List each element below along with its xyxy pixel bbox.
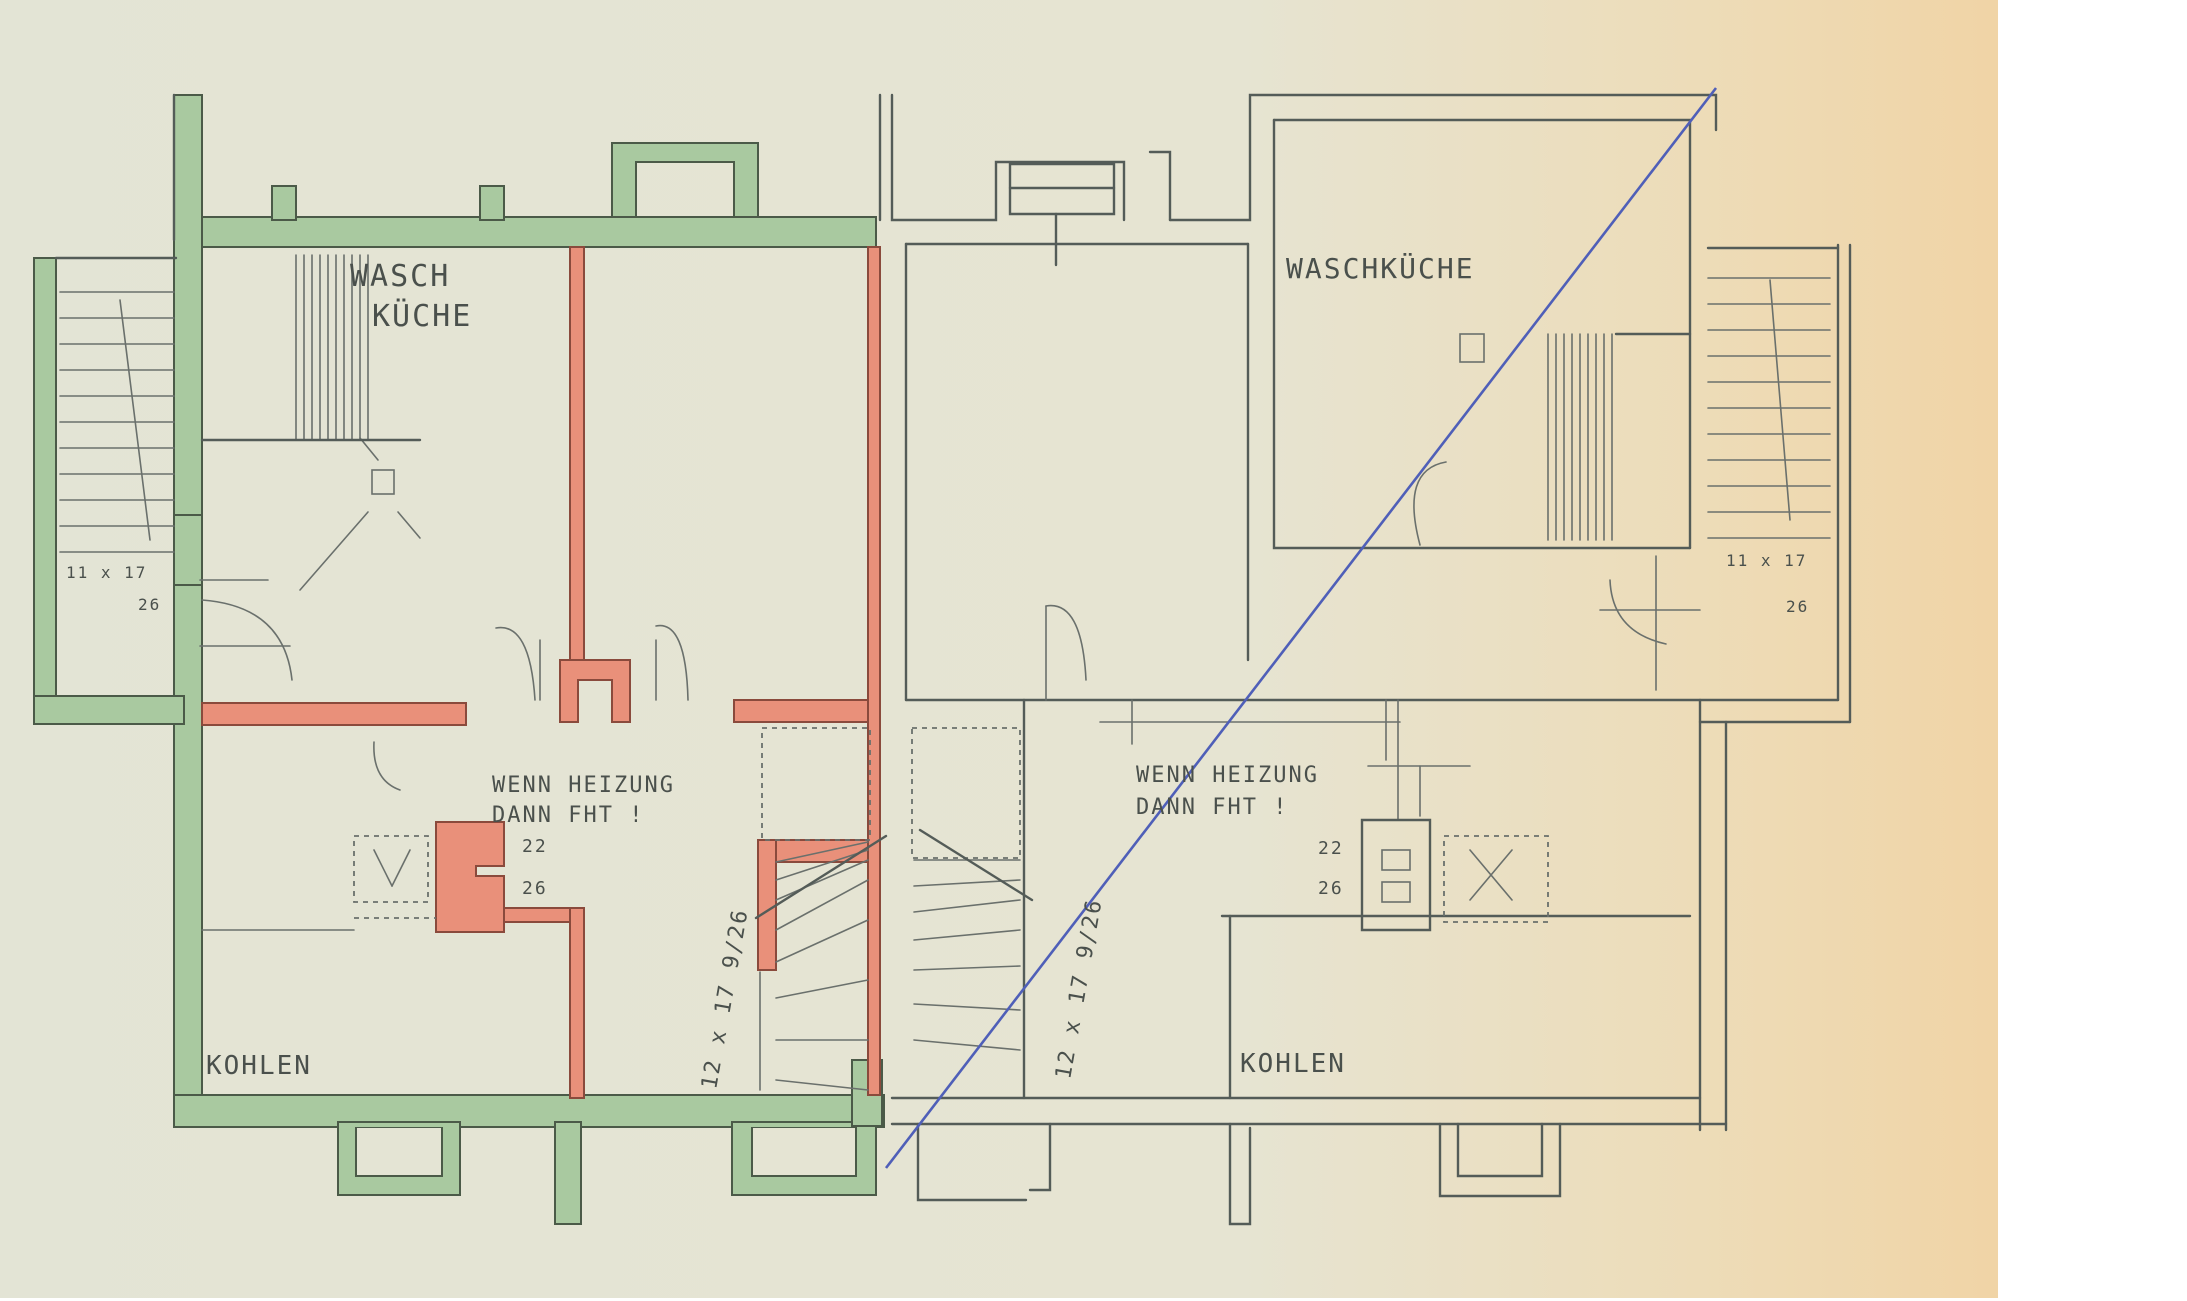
right-main-stair [911, 727, 1034, 1051]
left-rear-stair-dim-a: 11 x 17 [66, 563, 147, 582]
left-new-coal-wall [569, 907, 585, 1099]
left-washroom-label-2: KÜCHE [372, 298, 472, 334]
right-washroom-label: WASCHKÜCHE [1286, 251, 1475, 285]
left-unit [33, 93, 888, 1225]
left-rear-wall [173, 216, 877, 248]
left-door-swing-4 [373, 741, 401, 791]
left-wall-block [173, 514, 203, 586]
right-chimney-dim-b: 26 [1318, 878, 1344, 899]
left-chimney-dim-b: 26 [522, 878, 548, 899]
left-coal-label: KOHLEN [206, 1051, 312, 1081]
right-chimney-dim-a: 22 [1318, 838, 1344, 859]
left-rear-stair [54, 256, 178, 553]
left-annex-wall [33, 257, 57, 719]
left-new-chimney [559, 659, 631, 723]
left-front-bay-1 [337, 1121, 461, 1196]
left-rear-bay [611, 142, 759, 218]
right-heating-note-1: WENN HEIZUNG [1136, 763, 1319, 788]
left-washroom-label-1: WASCH [350, 259, 450, 294]
left-rear-pier-2 [479, 185, 505, 221]
left-door-swing-2 [495, 626, 536, 701]
left-new-stair-wall [733, 699, 881, 723]
left-door-swing-1 [201, 599, 293, 681]
left-new-flue [435, 821, 505, 933]
left-rear-pier-1 [271, 185, 297, 221]
left-new-party-wall [867, 246, 881, 1096]
left-new-partition-vertical [569, 246, 585, 668]
left-front-bay-2 [731, 1121, 877, 1196]
right-washroom-drain [1413, 332, 1701, 691]
left-front-pier [554, 1121, 582, 1225]
right-rear-stair [1706, 246, 1840, 539]
left-rear-stair-dim-b: 26 [138, 595, 161, 614]
floor-plan-drawing: WASCH KÜCHE WENN HEIZUNG DANN FHT ! KOHL… [0, 0, 1998, 1298]
left-washroom-drain [295, 254, 421, 591]
right-door-swing-1 [1045, 604, 1087, 681]
left-heater-box [201, 835, 436, 931]
right-rear-stair-dim-b: 26 [1786, 597, 1809, 616]
floor-plan-sheet: WASCH KÜCHE WENN HEIZUNG DANN FHT ! KOHL… [0, 0, 1998, 1298]
left-side-wall [173, 94, 203, 1128]
left-heating-note-2: DANN FHT ! [492, 803, 644, 828]
left-chimney-dim-a: 22 [522, 836, 548, 857]
left-main-stair [754, 727, 888, 1091]
left-new-partition-horizontal [201, 702, 467, 726]
left-door-swing-3 [655, 624, 689, 701]
blue-strike-line [884, 87, 1718, 1169]
left-heating-note-1: WENN HEIZUNG [492, 773, 675, 798]
right-rear-stair-dim-a: 11 x 17 [1726, 551, 1807, 570]
right-coal-label: KOHLEN [1240, 1049, 1346, 1079]
right-chimney [1360, 818, 1549, 932]
left-new-stair-return [757, 839, 777, 971]
left-annex-bottom-wall [33, 695, 185, 725]
right-heating-note-2: DANN FHT ! [1136, 795, 1288, 820]
